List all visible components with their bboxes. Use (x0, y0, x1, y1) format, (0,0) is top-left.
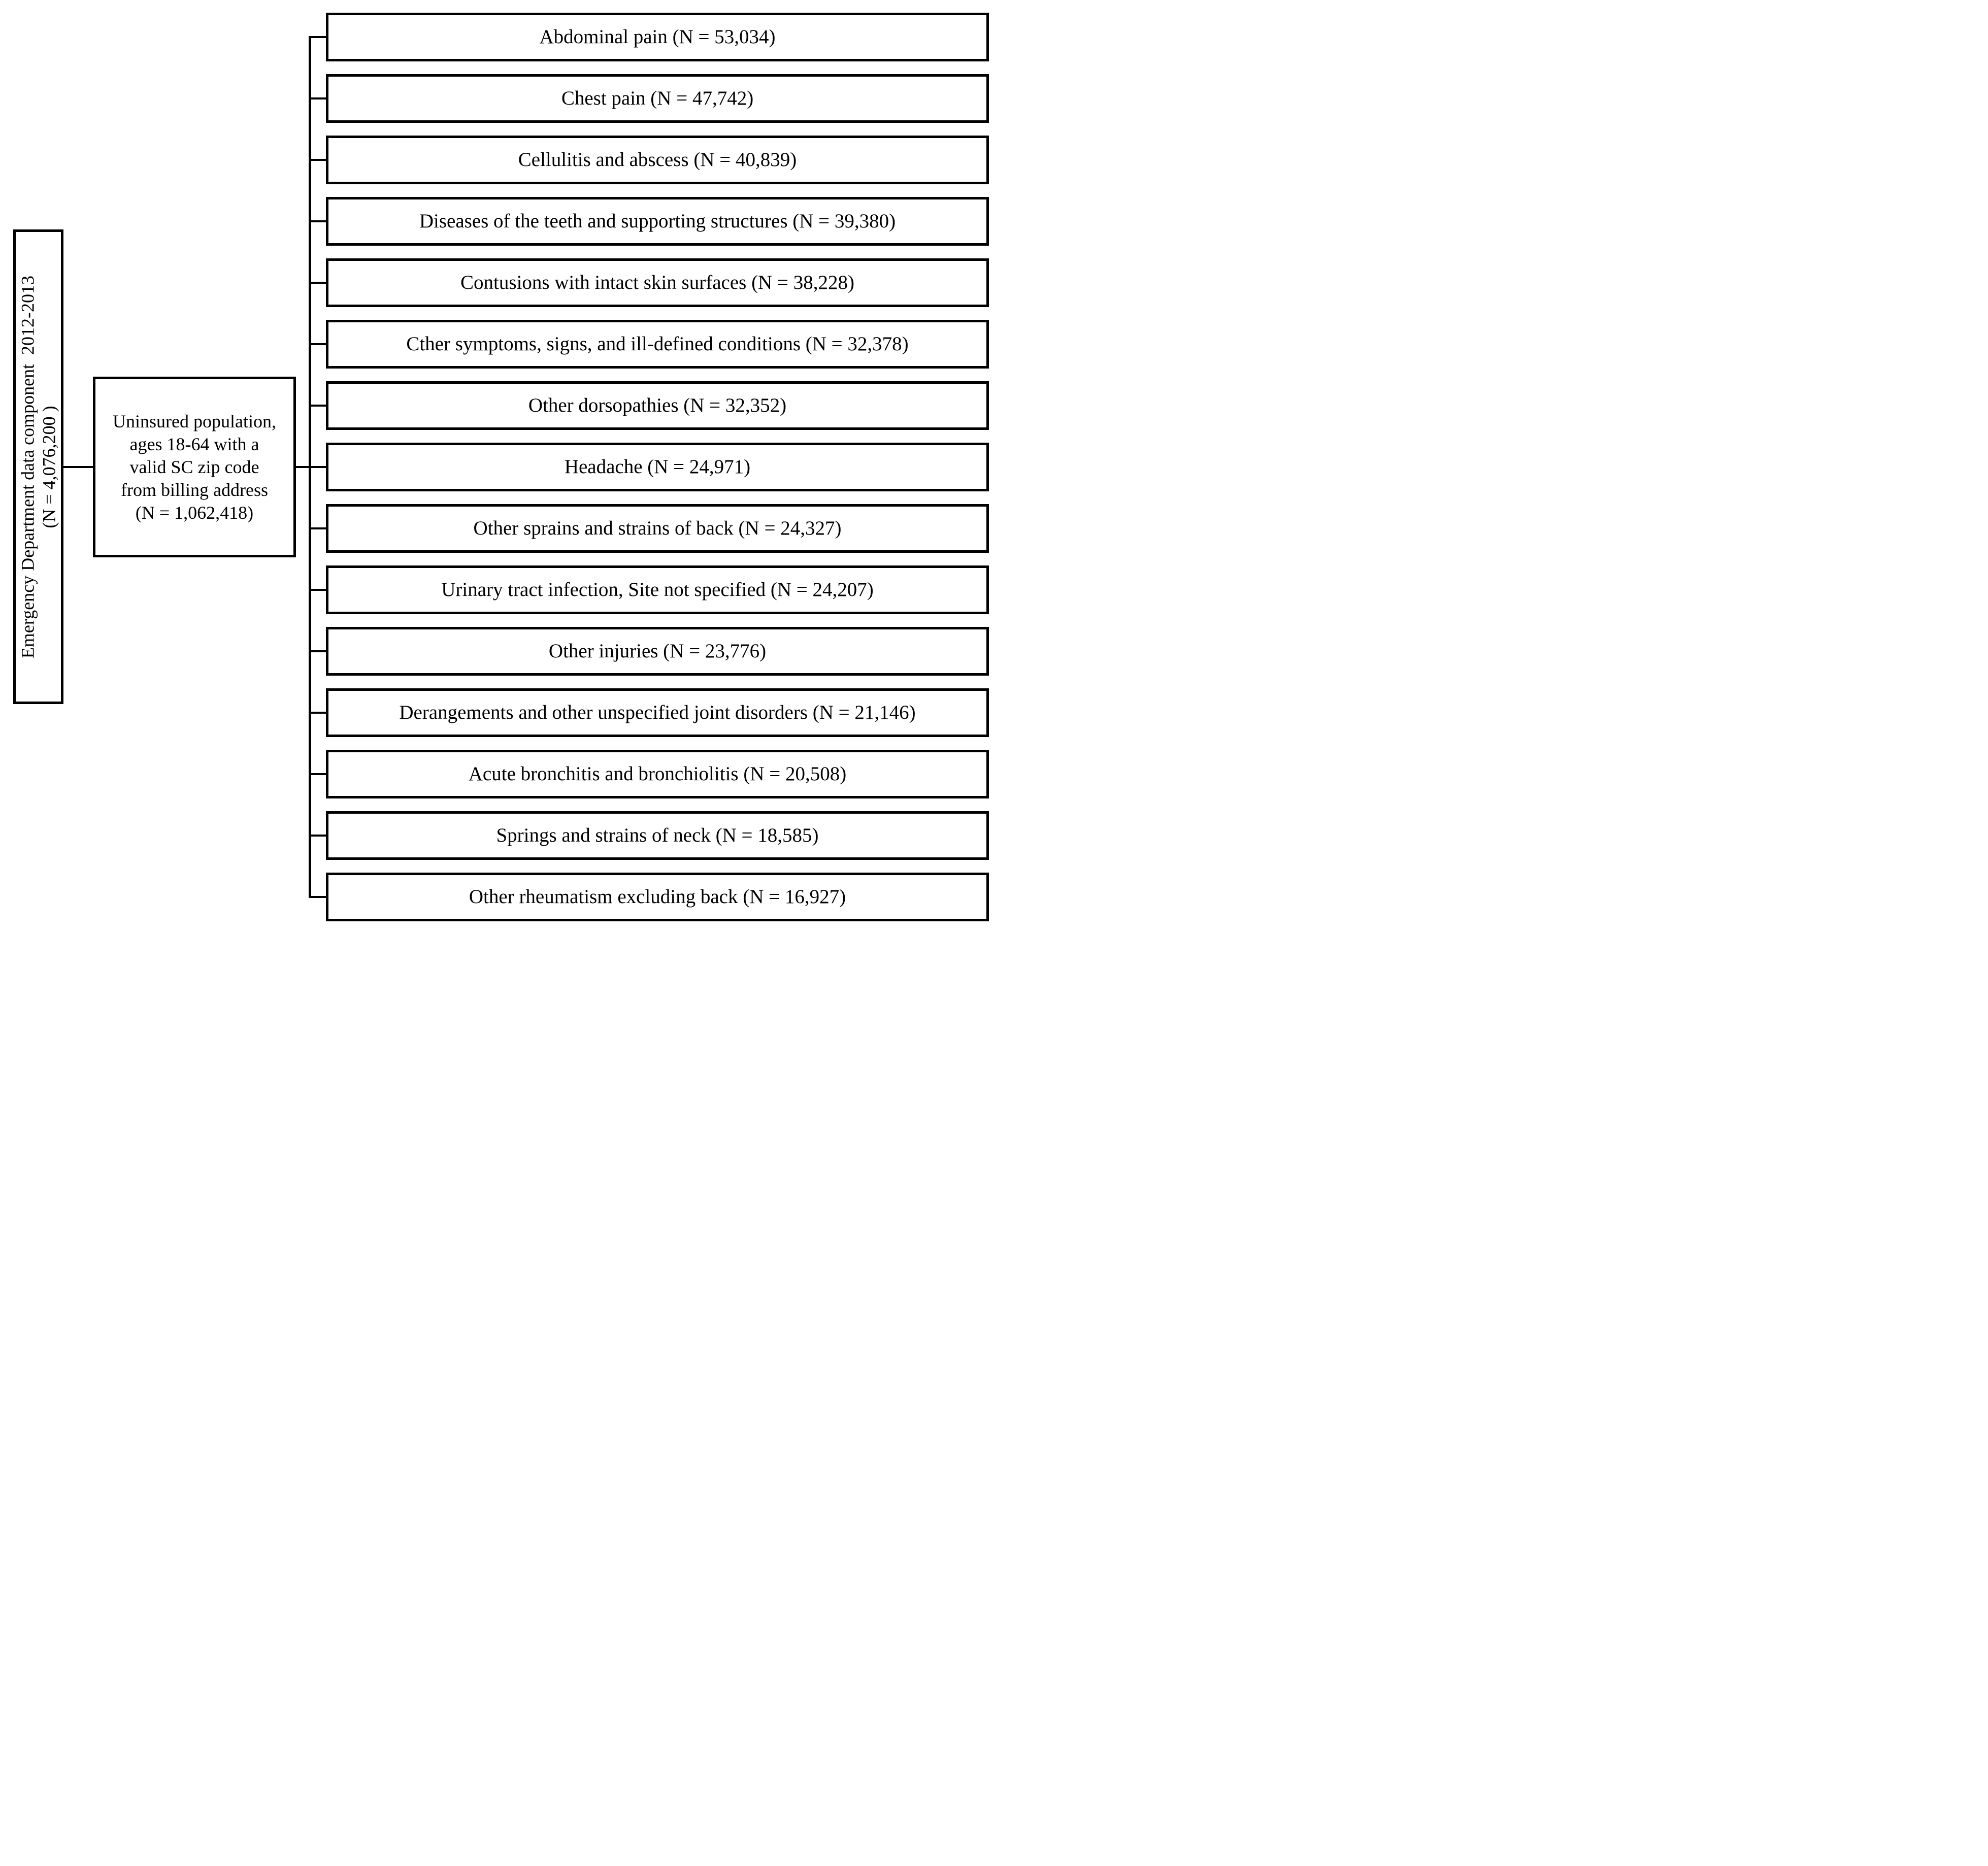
population-box-label: Uninsured population, ages 18-64 with a … (113, 411, 276, 523)
condition-box-contusions: Contusions with intact skin surfaces (N … (326, 258, 989, 307)
condition-box-label: Acute bronchitis and bronchiolitis (N = … (468, 762, 847, 785)
connector-stub-rheumatism (310, 896, 326, 898)
connector-stub-other-symptoms (310, 343, 326, 345)
condition-box-label: Other injuries (N = 23,776) (548, 640, 767, 662)
connector-stub-back-sprains (310, 527, 326, 529)
condition-box-neck-sprains: Springs and strains of neck (N = 18,585) (326, 811, 989, 860)
condition-box-label: Springs and strains of neck (N = 18,585) (496, 824, 819, 846)
connector-stub-bronchitis (310, 773, 326, 775)
ed-flow-diagram: Emergency Department data component 2012… (0, 0, 994, 933)
condition-box-uti: Urinary tract infection, Site not specif… (326, 565, 989, 614)
condition-box-chest-pain: Chest pain (N = 47,742) (326, 74, 989, 123)
condition-box-label: Urinary tract infection, Site not specif… (441, 578, 874, 601)
connector-stub-uti (310, 589, 326, 591)
connector-stub-cellulitis (310, 159, 326, 161)
connector-stub-neck-sprains (310, 835, 326, 837)
population-box: Uninsured population, ages 18-64 with a … (93, 377, 296, 557)
condition-box-bronchitis: Acute bronchitis and bronchiolitis (N = … (326, 750, 989, 798)
condition-box-label: Headache (N = 24,971) (564, 455, 751, 478)
condition-box-label: Cther symptoms, signs, and ill-defined c… (406, 332, 909, 355)
condition-box-dorsopathies: Other dorsopathies (N = 32,352) (326, 381, 989, 430)
condition-box-cellulitis: Cellulitis and abscess (N = 40,839) (326, 136, 989, 184)
condition-box-label: Chest pain (N = 47,742) (561, 87, 754, 109)
connector-spine (309, 36, 311, 898)
connector-stub-dorsopathies (310, 405, 326, 407)
condition-box-headache: Headache (N = 24,971) (326, 443, 989, 491)
condition-box-label: Contusions with intact skin surfaces (N … (460, 271, 854, 293)
connector-stub-contusions (310, 282, 326, 284)
condition-box-label: Other dorsopathies (N = 32,352) (528, 394, 787, 416)
source-box-label: Emergency Department data component 2012… (17, 275, 59, 658)
condition-box-label: Other rheumatism excluding back (N = 16,… (469, 885, 846, 908)
condition-box-label: Abdominal pain (N = 53,034) (539, 25, 776, 48)
connector-stub-joint-disorders (310, 712, 326, 714)
condition-box-other-symptoms: Cther symptoms, signs, and ill-defined c… (326, 320, 989, 369)
connector-stub-teeth-diseases (310, 220, 326, 222)
connector-stub-headache (310, 466, 326, 468)
connector-source-to-population (63, 466, 93, 468)
condition-box-label: Cellulitis and abscess (N = 40,839) (518, 148, 797, 171)
connector-population-to-spine (296, 466, 311, 468)
condition-box-joint-disorders: Derangements and other unspecified joint… (326, 688, 989, 737)
connector-stub-abdominal-pain (310, 36, 326, 38)
condition-box-label: Diseases of the teeth and supporting str… (419, 210, 896, 232)
connector-stub-other-injuries (310, 650, 326, 652)
condition-box-other-injuries: Other injuries (N = 23,776) (326, 627, 989, 676)
source-box: Emergency Department data component 2012… (13, 229, 63, 704)
condition-box-teeth-diseases: Diseases of the teeth and supporting str… (326, 197, 989, 246)
condition-box-rheumatism: Other rheumatism excluding back (N = 16,… (326, 873, 989, 921)
condition-box-back-sprains: Other sprains and strains of back (N = 2… (326, 504, 989, 553)
connector-stub-chest-pain (310, 97, 326, 99)
condition-box-label: Other sprains and strains of back (N = 2… (473, 517, 842, 539)
condition-box-label: Derangements and other unspecified joint… (399, 701, 916, 723)
condition-box-abdominal-pain: Abdominal pain (N = 53,034) (326, 13, 989, 61)
